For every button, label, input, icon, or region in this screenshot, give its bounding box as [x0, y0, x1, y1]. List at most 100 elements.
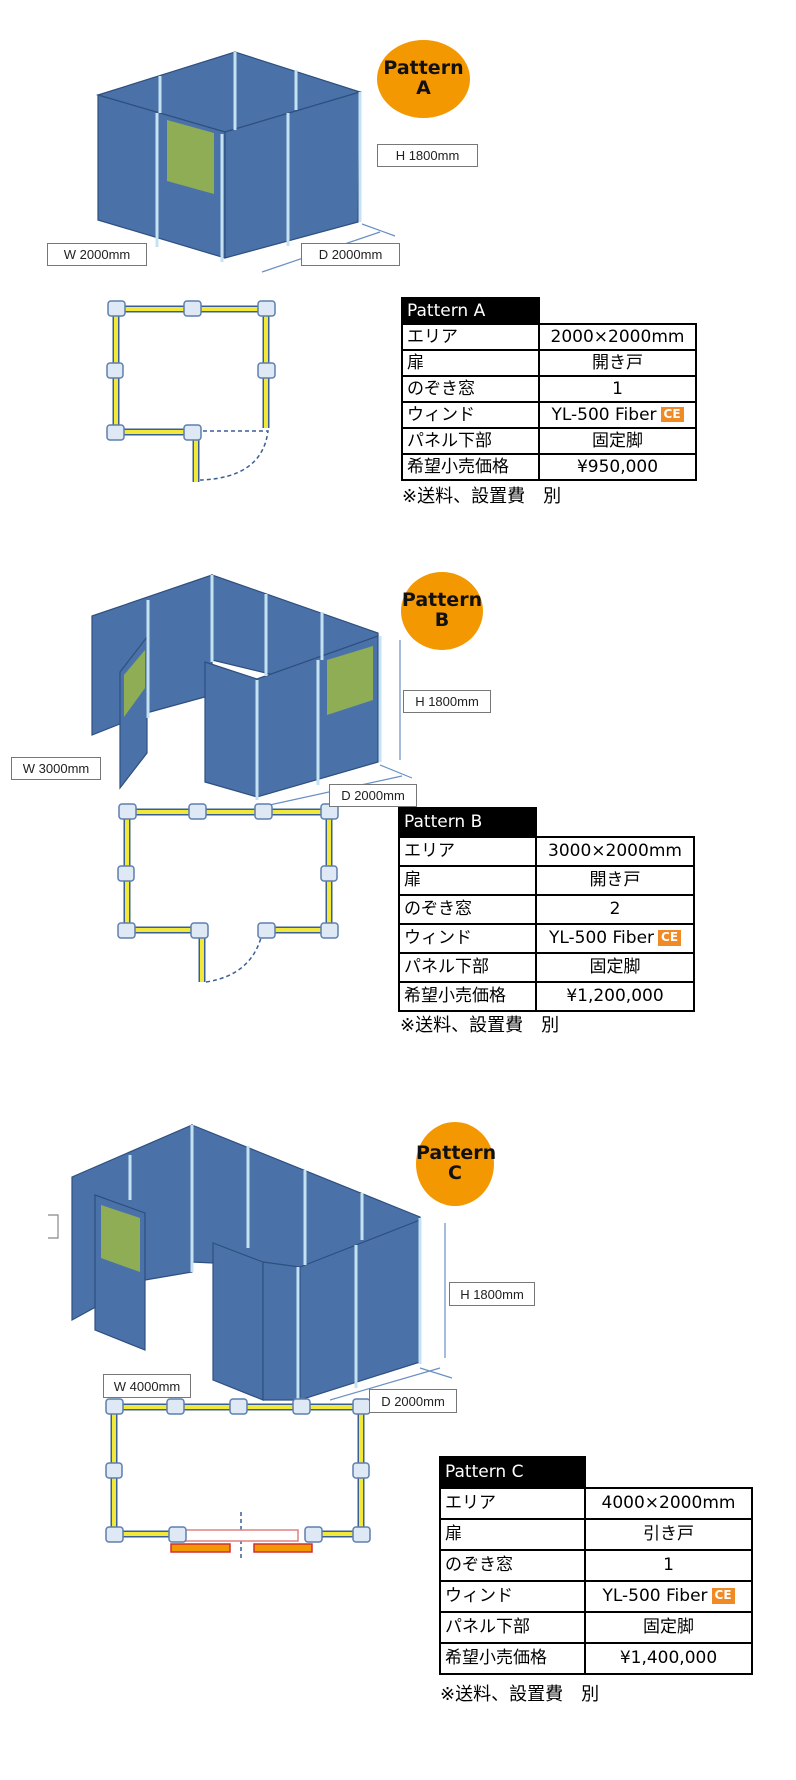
badge-line1: Pattern — [401, 589, 483, 612]
width-label: W 4000mm — [103, 1374, 191, 1398]
pattern-c-badge: Pattern C — [416, 1122, 496, 1206]
table-row: パネル下部 固定脚 — [439, 1611, 753, 1644]
spec-table-pattern-b: Pattern B エリア 3000×2000mm 扉 開き戸 のぞき窓 2 ウ… — [398, 807, 695, 1012]
row-value: 4000×2000mm — [584, 1487, 753, 1520]
row-value: ¥1,200,000 — [535, 981, 695, 1012]
row-label: 希望小売価格 — [439, 1642, 586, 1675]
shipping-note: ※送料、設置費 別 — [402, 486, 562, 507]
row-value-text: YL-500 Fiber — [602, 1586, 708, 1606]
row-value-text: 固定脚 — [592, 430, 643, 451]
table-row: パネル下部 固定脚 — [401, 427, 697, 455]
width-label: W 3000mm — [11, 757, 101, 780]
row-value-text: 2000×2000mm — [550, 326, 685, 347]
row-label: ウィンド — [398, 923, 537, 954]
pattern-a-badge: Pattern A — [377, 40, 470, 118]
floor-plan-pattern-a — [106, 300, 276, 482]
table-row: 希望小売価格 ¥950,000 — [401, 453, 697, 481]
floor-plan-pattern-b — [117, 803, 339, 983]
ce-mark-icon: CE — [660, 406, 684, 423]
row-label: ウィンド — [439, 1580, 586, 1613]
booth-3d-pattern-c — [48, 1124, 453, 1404]
row-label: パネル下部 — [401, 427, 540, 455]
row-value-text: ¥1,200,000 — [566, 986, 664, 1006]
badge-line2: A — [416, 77, 431, 99]
row-value-text: 2 — [609, 899, 621, 919]
row-label: 希望小売価格 — [401, 453, 540, 481]
table-title: Pattern A — [401, 297, 540, 325]
row-label: のぞき窓 — [439, 1549, 586, 1582]
shipping-note: ※送料、設置費 別 — [400, 1015, 560, 1036]
ce-mark-icon: CE — [658, 930, 682, 946]
row-value-text: 4000×2000mm — [601, 1493, 736, 1513]
ce-mark-icon: CE — [711, 1588, 735, 1604]
badge-line2: C — [448, 1162, 462, 1184]
height-label: H 1800mm — [377, 144, 478, 167]
table-row: エリア 3000×2000mm — [398, 836, 695, 867]
table-row: のぞき窓 1 — [439, 1549, 753, 1582]
depth-label: D 2000mm — [329, 784, 417, 807]
depth-label: D 2000mm — [369, 1389, 457, 1413]
row-value-text: 1 — [612, 378, 623, 399]
height-label: H 1800mm — [403, 690, 491, 713]
row-value: 固定脚 — [584, 1611, 753, 1644]
table-row: のぞき窓 1 — [401, 375, 697, 403]
table-row: エリア 4000×2000mm — [439, 1487, 753, 1520]
row-value-text: 引き戸 — [643, 1524, 694, 1544]
row-value: 開き戸 — [535, 865, 695, 896]
table-row: のぞき窓 2 — [398, 894, 695, 925]
width-label: W 2000mm — [47, 243, 147, 266]
row-label: エリア — [401, 323, 540, 351]
row-value: 固定脚 — [535, 952, 695, 983]
row-value: 1 — [538, 375, 697, 403]
booth-3d-pattern-a — [95, 51, 396, 273]
row-label: ウィンド — [401, 401, 540, 429]
row-label: 扉 — [439, 1518, 586, 1551]
table-row: パネル下部 固定脚 — [398, 952, 695, 983]
table-row: 扉 引き戸 — [439, 1518, 753, 1551]
table-row: 扉 開き戸 — [398, 865, 695, 896]
row-value: 開き戸 — [538, 349, 697, 377]
shipping-note: ※送料、設置費 別 — [440, 1684, 600, 1705]
row-value-text: ¥1,400,000 — [619, 1648, 718, 1668]
booth-3d-pattern-b — [91, 574, 413, 807]
table-header-row: Pattern C — [439, 1456, 752, 1489]
row-value: 3000×2000mm — [535, 836, 695, 867]
row-value-text: 開き戸 — [589, 870, 641, 890]
table-row: 希望小売価格 ¥1,200,000 — [398, 981, 695, 1012]
row-value-text: YL-500 Fiber — [551, 404, 657, 425]
badge-line1: Pattern — [383, 57, 464, 80]
row-value: ¥950,000 — [538, 453, 697, 481]
table-title: Pattern C — [439, 1456, 586, 1489]
table-row: 扉 開き戸 — [401, 349, 697, 377]
row-label: のぞき窓 — [401, 375, 540, 403]
row-value: ¥1,400,000 — [584, 1642, 753, 1675]
row-value-text: 開き戸 — [592, 352, 643, 373]
table-row: エリア 2000×2000mm — [401, 323, 697, 351]
row-value-text: 固定脚 — [643, 1617, 694, 1637]
row-value-text: YL-500 Fiber — [548, 928, 655, 948]
table-title: Pattern B — [398, 807, 537, 838]
row-value: 1 — [584, 1549, 753, 1582]
row-label: エリア — [439, 1487, 586, 1520]
spec-table-pattern-c: Pattern C エリア 4000×2000mm 扉 引き戸 のぞき窓 1 ウ… — [439, 1456, 753, 1675]
pattern-b-badge: Pattern B — [401, 572, 483, 650]
row-value: 引き戸 — [584, 1518, 753, 1551]
row-value: 2000×2000mm — [538, 323, 697, 351]
table-row: 希望小売価格 ¥1,400,000 — [439, 1642, 753, 1675]
table-header-row: Pattern A — [401, 297, 696, 325]
floor-plan-pattern-c — [105, 1398, 371, 1558]
row-value-text: 3000×2000mm — [548, 841, 682, 861]
table-header-row: Pattern B — [398, 807, 694, 838]
row-label: のぞき窓 — [398, 894, 537, 925]
spec-table-pattern-a: Pattern A エリア 2000×2000mm 扉 開き戸 のぞき窓 1 ウ… — [401, 297, 697, 481]
row-label: 扉 — [401, 349, 540, 377]
row-label: 希望小売価格 — [398, 981, 537, 1012]
badge-line2: B — [434, 609, 450, 631]
row-label: パネル下部 — [439, 1611, 586, 1644]
